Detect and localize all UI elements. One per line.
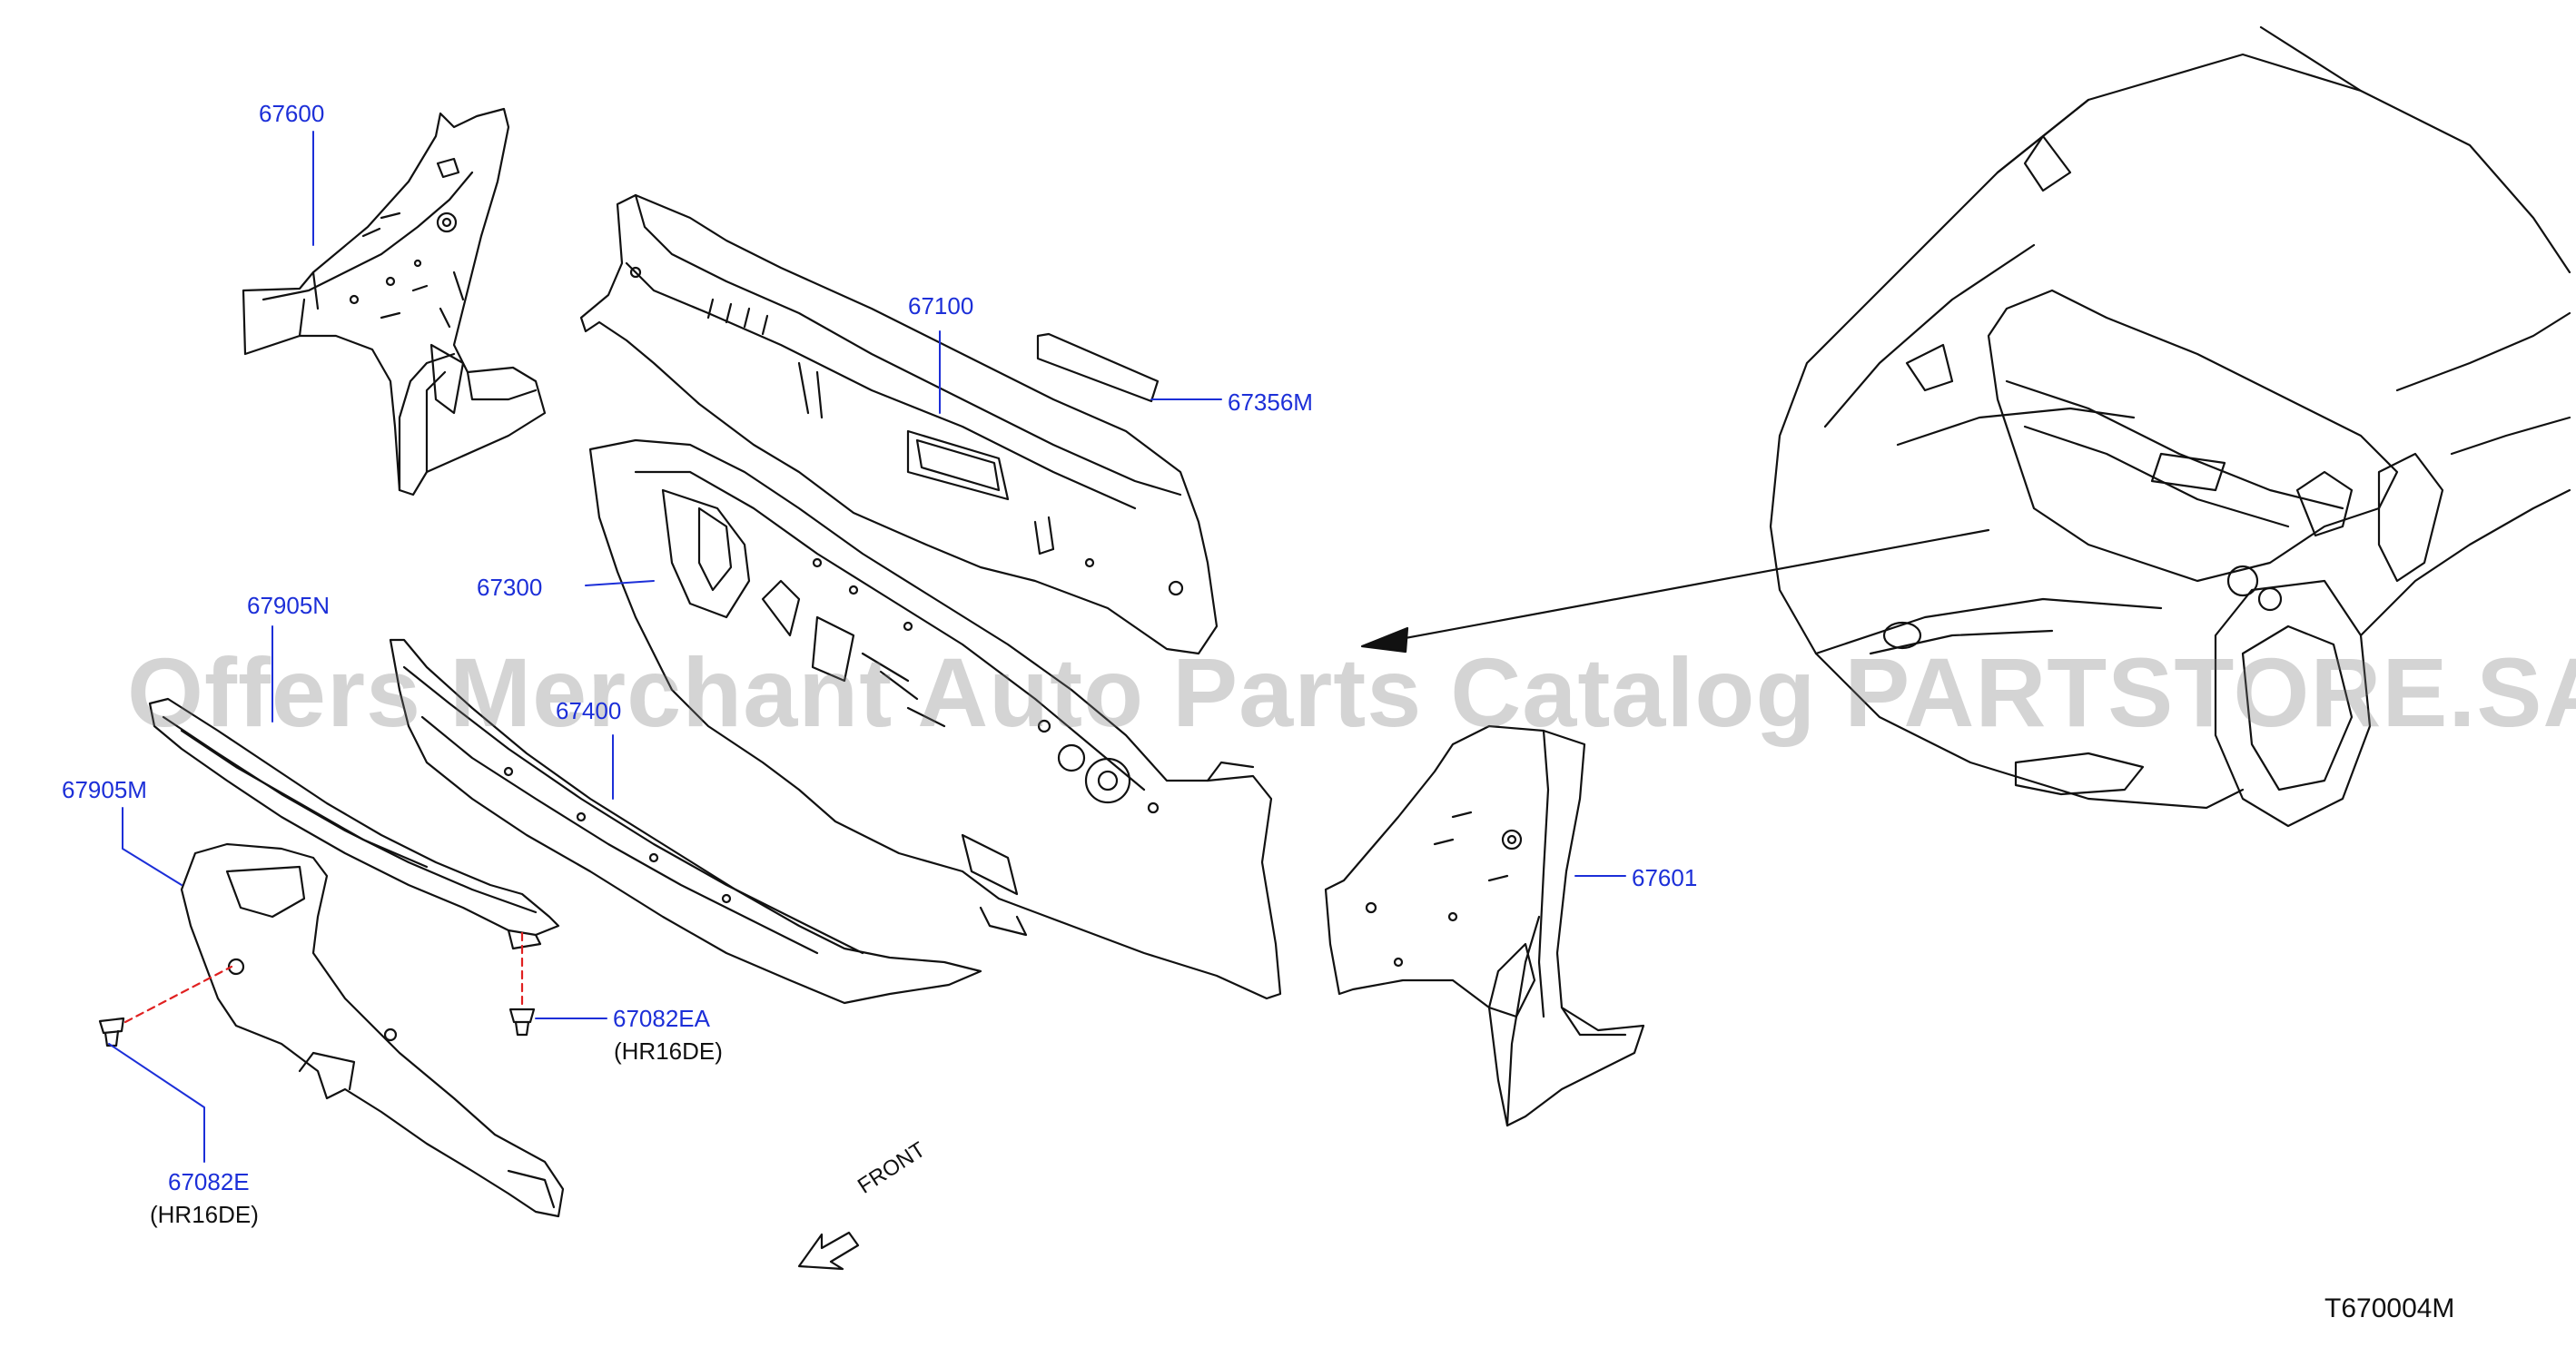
engine-note-67082EA: (HR16DE)	[614, 1037, 723, 1065]
part-67905N-drawing[interactable]	[148, 697, 560, 950]
part-67356M-drawing[interactable]	[1036, 332, 1160, 403]
part-67905M-drawing[interactable]	[180, 842, 565, 1218]
callout-67082EA[interactable]: 67082EA	[613, 1005, 710, 1032]
callout-leaders	[108, 131, 1626, 1163]
callout-67601[interactable]: 67601	[1632, 864, 1698, 891]
part-67300-drawing[interactable]	[588, 438, 1282, 1000]
callout-67400[interactable]: 67400	[556, 697, 622, 724]
reference-arrow	[1360, 528, 1990, 654]
vehicle-overview	[1769, 25, 2571, 828]
callout-67600[interactable]: 67600	[259, 100, 325, 127]
callout-67082E[interactable]: 67082E	[168, 1168, 250, 1195]
callout-67100[interactable]: 67100	[908, 292, 974, 320]
callout-67356M[interactable]: 67356M	[1228, 388, 1313, 416]
watermark-text: Offers Merchant Auto Parts Catalog PARTS…	[127, 637, 2576, 747]
callout-67300[interactable]: 67300	[477, 574, 543, 601]
part-67100-drawing[interactable]	[579, 193, 1219, 655]
part-67601-drawing[interactable]	[1324, 724, 1645, 1127]
diagram-code: T670004M	[2324, 1293, 2455, 1323]
engine-note-67082E: (HR16DE)	[150, 1201, 259, 1228]
clip-67082E-drawing[interactable]	[98, 1017, 125, 1047]
callout-67905N[interactable]: 67905N	[247, 592, 331, 619]
part-67400-drawing[interactable]	[389, 638, 982, 1005]
clip-67082EA-drawing[interactable]	[508, 1008, 536, 1037]
front-arrow-icon	[797, 1231, 860, 1271]
fastener-dash-lines	[123, 931, 524, 1024]
callout-67905M[interactable]: 67905M	[62, 776, 147, 803]
part-67600-drawing[interactable]	[242, 107, 547, 497]
